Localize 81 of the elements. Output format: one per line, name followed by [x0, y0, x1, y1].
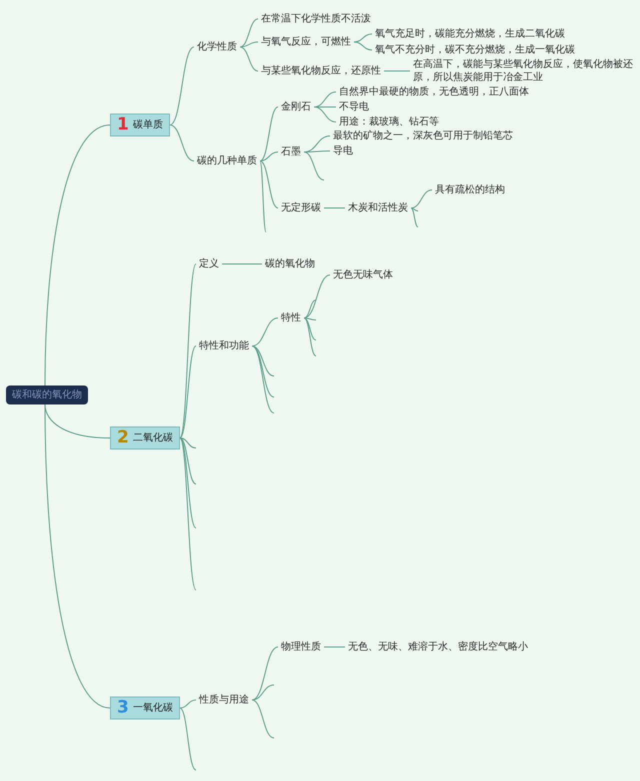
- branch-line: [179, 700, 196, 708]
- branch-line: [314, 106, 336, 108]
- branch-line: [252, 318, 278, 346]
- section-number: 3: [117, 698, 129, 718]
- branch-line: [252, 346, 274, 398]
- branch-label: 在高温下，碳能与某些氧化物反应，使氧化物被还原，所以焦炭能用于冶金工业: [410, 58, 636, 84]
- branch-line: [304, 318, 316, 340]
- branch-label: 性质与用途: [196, 694, 252, 706]
- branch-line: [169, 124, 194, 162]
- branch-label: 木炭和活性炭: [345, 202, 411, 214]
- branch-label: 用途：裁玻璃、钻石等: [336, 116, 442, 128]
- branch-label: 石墨: [278, 146, 304, 158]
- branch-line: [260, 160, 266, 232]
- branch-line: [240, 42, 258, 48]
- topic-label: 碳单质: [132, 118, 163, 132]
- branch-label: 化学性质: [194, 40, 240, 54]
- branch-line: [324, 646, 346, 648]
- branch-label: 自然界中最硬的物质，无色透明，正八面体: [336, 86, 532, 98]
- branch-line: [304, 150, 330, 152]
- branch-line: [240, 18, 258, 48]
- branch-line: [179, 346, 196, 438]
- branch-label: 物理性质: [278, 640, 324, 654]
- central-topic-label: 碳和碳的氧化物: [12, 388, 82, 402]
- branch-label: 特性: [278, 312, 304, 324]
- topic-label: 二氧化碳: [132, 432, 173, 444]
- branch-line: [304, 318, 316, 356]
- branch-label: 无色、无味、难溶于水、密度比空气略小: [345, 640, 531, 654]
- branch-line: [410, 208, 418, 212]
- branch-label: 金刚石: [278, 100, 314, 114]
- branch-label: 与氧气反应，可燃性: [258, 36, 354, 48]
- branch-line: [252, 646, 278, 700]
- branch-line: [384, 70, 410, 72]
- branch-line: [410, 190, 432, 208]
- branch-line: [304, 300, 316, 318]
- branch-line: [410, 208, 418, 228]
- branch-label: 与某些氧化物反应，还原性: [258, 64, 384, 78]
- branch-line: [314, 106, 336, 122]
- branch-label: 导电: [330, 144, 356, 158]
- branch-label: 在常温下化学性质不活泼: [258, 12, 374, 26]
- branch-line: [354, 34, 372, 42]
- branch-line: [304, 274, 330, 318]
- branch-label: 定义: [196, 258, 222, 270]
- branch-line: [314, 92, 336, 108]
- branch-line: [169, 46, 194, 126]
- branch-label: 氧气不充分时，碳不充分燃烧，生成一氧化碳: [372, 44, 578, 56]
- branch-line: [354, 42, 372, 50]
- branch-line: [179, 438, 196, 590]
- branch-line: [179, 264, 196, 438]
- section-number: 2: [117, 428, 129, 448]
- branch-label: 不导电: [336, 100, 372, 114]
- branch-line: [252, 684, 274, 700]
- topic-label: 一氧化碳: [132, 702, 173, 714]
- branch-label: 无色无味气体: [330, 268, 396, 282]
- branch-line: [179, 438, 196, 484]
- branch-label: 氧气充足时，碳能充分燃烧，生成二氧化碳: [372, 28, 568, 40]
- branch-line: [260, 106, 278, 162]
- branch-line: [44, 124, 110, 386]
- branch-label: 具有疏松的结构: [432, 184, 508, 196]
- topic-box: [110, 426, 180, 450]
- central-topic-box: [6, 386, 88, 404]
- topic-box: [110, 696, 180, 720]
- topic-box: [110, 114, 170, 136]
- branch-line: [260, 160, 278, 208]
- branch-line: [252, 346, 274, 376]
- branch-line: [252, 346, 274, 414]
- branch-line: [304, 136, 330, 152]
- section-number: 1: [117, 116, 129, 134]
- branch-line: [260, 152, 278, 162]
- branch-line: [44, 404, 110, 708]
- branch-label: 特性和功能: [196, 340, 252, 352]
- branch-line: [304, 152, 324, 180]
- branch-line: [304, 318, 316, 320]
- branch-line: [179, 438, 196, 528]
- branch-label: 最软的矿物之一，深灰色可用于制铅笔芯: [330, 130, 516, 142]
- branch-label: 碳的几种单质: [194, 154, 260, 168]
- branch-line: [179, 438, 196, 448]
- branch-label: 无定形碳: [278, 202, 324, 214]
- branch-line: [240, 46, 258, 72]
- branch-line: [252, 700, 274, 738]
- branch-label: 碳的氧化物: [262, 258, 318, 270]
- branch-line: [179, 708, 196, 770]
